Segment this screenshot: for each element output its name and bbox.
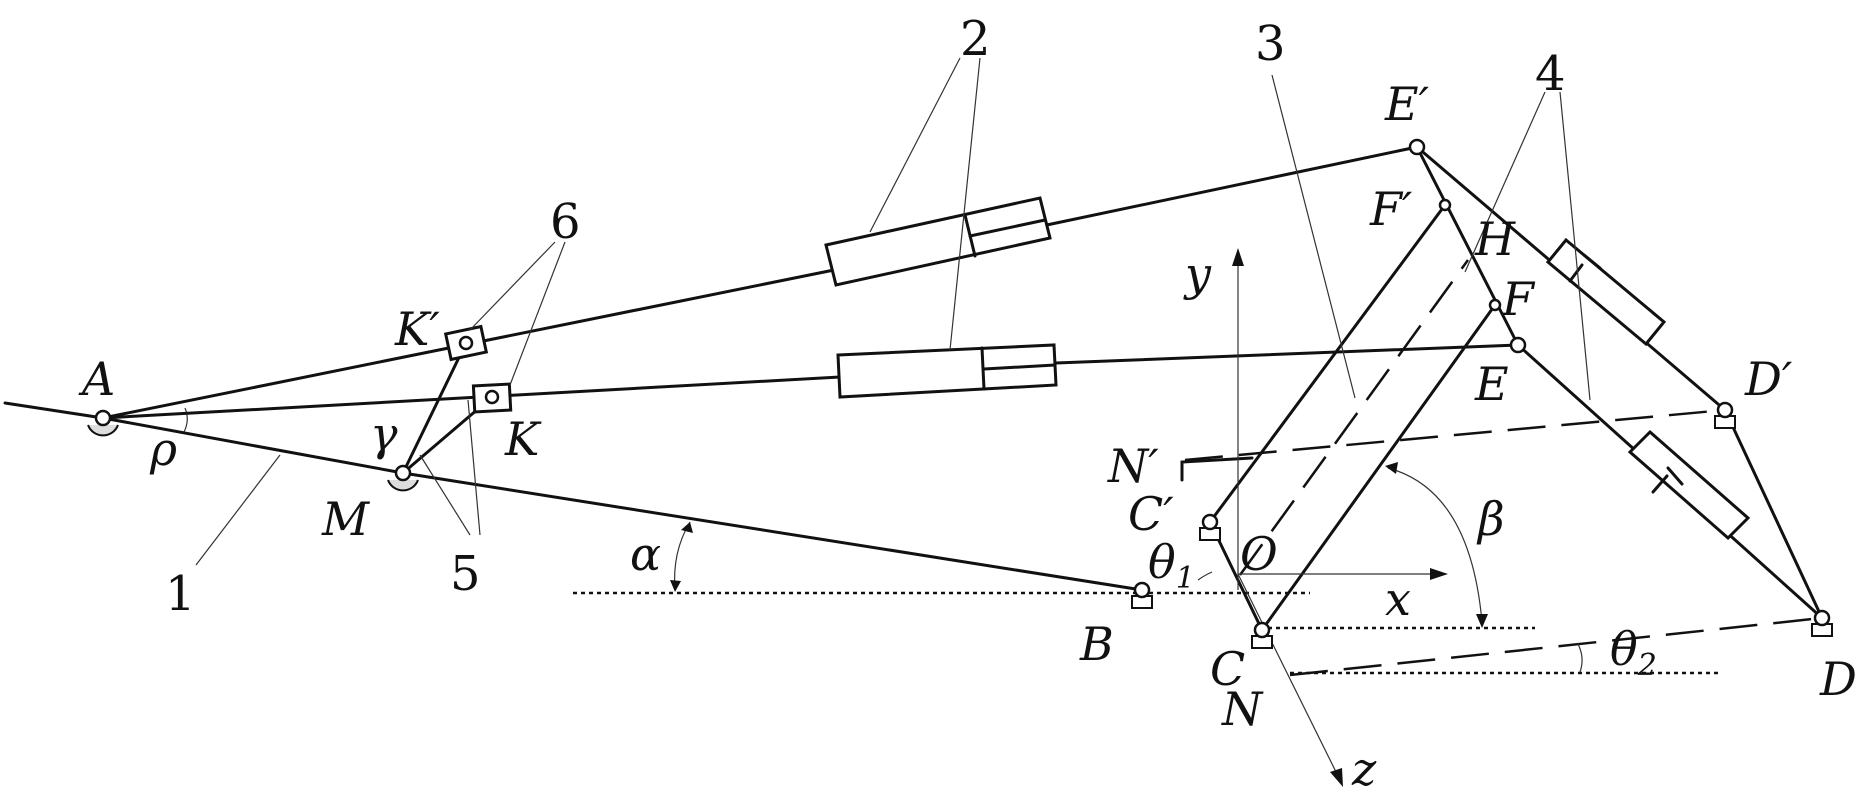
part-number-3: 3	[1255, 16, 1286, 72]
label-b: B	[1079, 617, 1114, 671]
link-1	[3, 401, 1144, 592]
label-rho: ρ	[149, 422, 177, 476]
pin-d	[1811, 609, 1833, 637]
pin-c-prime	[1199, 513, 1221, 541]
label-e: E	[1474, 357, 1509, 411]
upper-cylinder	[101, 145, 1419, 420]
rho-arc	[183, 407, 188, 433]
part-number-6: 6	[550, 194, 581, 250]
pin-m	[387, 464, 419, 492]
pin-f-prime	[1438, 198, 1452, 212]
dashed-n-d	[1289, 616, 1823, 677]
pin-c	[1251, 621, 1273, 649]
beta-arrow-top	[1385, 462, 1398, 474]
label-gamma: γ	[370, 407, 398, 461]
dashed-n-prime-d-prime	[1184, 408, 1726, 462]
leader-lines	[195, 57, 1591, 566]
label-d-prime: D′	[1744, 352, 1793, 406]
label-h: H	[1474, 212, 1516, 266]
pin-d-prime	[1714, 401, 1736, 429]
theta2-arc	[1577, 643, 1583, 673]
alpha-arrow-bottom	[670, 580, 681, 592]
label-theta2: θ2	[1610, 622, 1657, 683]
label-d: D	[1819, 652, 1857, 706]
label-c-prime: C′	[1128, 487, 1174, 541]
part-number-5: 5	[450, 546, 481, 602]
label-n-prime: N′	[1107, 439, 1159, 493]
cylinder-4-upper	[1545, 237, 1667, 347]
axes	[1232, 248, 1448, 787]
part-number-2: 2	[960, 11, 991, 67]
cylinder-4-lower	[1627, 429, 1751, 541]
label-c: C	[1210, 642, 1245, 696]
label-x: x	[1385, 572, 1411, 626]
pin-a	[87, 409, 119, 437]
beta-arc	[1387, 467, 1483, 623]
beta-arrow-bottom	[1476, 614, 1488, 628]
n-prime-marker	[1180, 456, 1254, 482]
label-f-prime: F′	[1369, 182, 1413, 236]
pin-e-prime	[1408, 138, 1426, 156]
label-theta1: θ1	[1148, 535, 1195, 596]
label-k-prime: K′	[394, 302, 440, 356]
link-5a	[401, 341, 468, 475]
label-z: z	[1351, 742, 1377, 793]
link-e-f-prime	[1415, 145, 1520, 347]
pin-k	[484, 389, 500, 405]
label-y: y	[1183, 247, 1212, 301]
boom-3	[1208, 203, 1497, 632]
label-alpha: α	[630, 527, 661, 581]
pin-e	[1509, 336, 1527, 354]
pin-f	[1488, 298, 1502, 312]
part-number-4: 4	[1535, 46, 1566, 102]
label-o: O	[1240, 527, 1278, 581]
alpha-arrow-top	[681, 522, 693, 533]
label-beta: β	[1476, 492, 1505, 546]
label-e-prime: E′	[1384, 77, 1430, 131]
label-k: K	[504, 412, 542, 466]
label-f: F	[1501, 272, 1536, 326]
theta1-arc	[1197, 571, 1213, 581]
label-m: M	[321, 492, 371, 546]
link-d-prime-d	[1723, 408, 1824, 620]
part-number-1: 1	[165, 566, 196, 622]
lower-cylinder	[101, 343, 1520, 420]
pin-b	[1131, 581, 1153, 609]
label-a: A	[78, 352, 115, 406]
label-n: N	[1221, 682, 1264, 736]
pin-k-prime	[458, 335, 474, 351]
alpha-arc	[673, 521, 691, 591]
